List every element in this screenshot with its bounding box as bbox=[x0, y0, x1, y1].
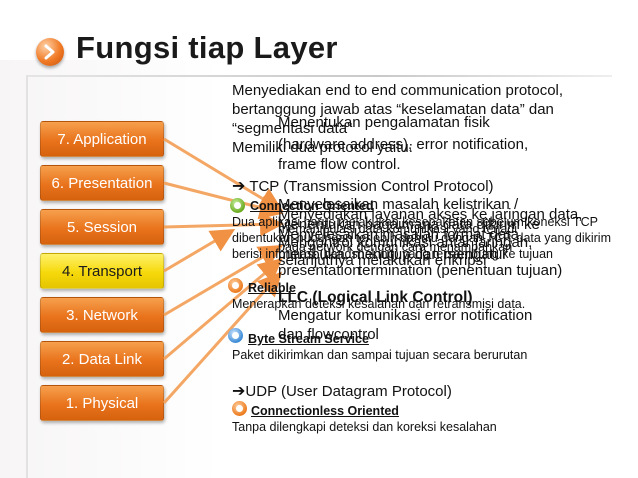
tcp-item-3-desc: Paket dikirimkan dan sampai tujuan secar… bbox=[232, 348, 528, 362]
layer-2-data-link-button[interactable]: 2. Data Link bbox=[40, 341, 164, 377]
layer-3-network-button[interactable]: 3. Network bbox=[40, 297, 164, 333]
layer-1-physical-button[interactable]: 1. Physical bbox=[40, 385, 164, 421]
transport-desc-line-4: Memiliki dua protocol yaitu: bbox=[232, 139, 413, 156]
tcp-item-1-desc: Dua aplikasi harus melakukan kesepakatan… bbox=[232, 215, 611, 261]
arrow-from-transport bbox=[163, 228, 236, 273]
tcp-heading: ➔ TCP (Transmission Control Protocol) bbox=[232, 178, 494, 196]
arrow-from-session bbox=[163, 212, 284, 237]
title-divider bbox=[26, 75, 612, 77]
udp-heading-text: UDP (User Datagram Protocol) bbox=[245, 383, 452, 400]
llc-heading: LLC (Logical Link Control) bbox=[278, 289, 473, 306]
layer-label: 5. Session bbox=[66, 218, 138, 236]
llc-desc-line-1: Mengatur komunikasi error notification bbox=[278, 307, 533, 324]
bullet-ring-icon bbox=[230, 198, 245, 213]
udp-item-desc: Tanpa dilengkapi deteksi dan koreksi kes… bbox=[232, 420, 497, 434]
udp-heading: ➔UDP (User Datagram Protocol) bbox=[232, 383, 452, 401]
overlap-line-i: selanjutnya melakukan enkripsi bbox=[278, 252, 487, 269]
overlap-line-h: membuka, menutup dan mengatur bbox=[278, 246, 508, 263]
layer-label: 4. Transport bbox=[61, 262, 143, 280]
overlap-line-b: Menyediakan layanan akses ke jaringan da… bbox=[278, 206, 583, 223]
overlap-line-d: Menyelesaikan masalah format data, bbox=[278, 226, 524, 243]
layer-6-presentation-button[interactable]: 6. Presentation bbox=[40, 165, 164, 201]
layer-label: 2. Data Link bbox=[61, 350, 143, 368]
layer-7-application-button[interactable]: 7. Application bbox=[40, 121, 164, 157]
overlap-line-k: termination (penentuan tujuan) bbox=[358, 262, 563, 279]
layer-label: 6. Presentation bbox=[51, 174, 153, 192]
tcp-item-3-heading: Byte Stream Service bbox=[248, 332, 369, 346]
layer-4-transport-button[interactable]: 4. Transport bbox=[40, 253, 164, 289]
chevron-right-icon bbox=[36, 38, 64, 66]
datalink-desc-line-2: (hardware address), error notification, bbox=[278, 136, 529, 153]
datalink-desc-line-1: Menentukan pengalamatan fisik bbox=[278, 114, 490, 131]
layer-label: 1. Physical bbox=[65, 394, 139, 412]
overlap-line-c: Menentukan bagaimana data dikirim ke bbox=[278, 216, 540, 233]
overlap-line-j: presentation bbox=[278, 262, 361, 279]
transport-desc-line-1: Menyediakan end to end communication pro… bbox=[232, 82, 564, 99]
right-arrow-icon: ➔ bbox=[232, 178, 246, 195]
transport-desc-line-3: “segmentasi data” bbox=[232, 120, 353, 137]
right-arrow-icon: ➔ bbox=[232, 383, 246, 400]
bullet-ring-icon bbox=[228, 278, 243, 293]
arrow-from-presentation bbox=[163, 181, 284, 220]
bullet-ring-icon bbox=[228, 328, 243, 343]
overlap-line-g: pada network dengan cara menambahkan bbox=[278, 240, 513, 254]
left-vertical-rule bbox=[26, 75, 28, 478]
tcp-item-1-heading: Connection Oriented bbox=[250, 199, 374, 213]
datalink-desc-line-3: frame flow control. bbox=[278, 156, 401, 173]
tcp-item-2-heading: Reliable bbox=[248, 281, 296, 295]
tcp-item-2-desc: Menerapkan deteksi kesalahan dan retrans… bbox=[232, 297, 526, 311]
overlap-line-a: Menyelesaikan masalah kelistrikan / bbox=[278, 196, 519, 213]
layer-5-session-button[interactable]: 5. Session bbox=[40, 209, 164, 245]
udp-item-heading: Connectionless Oriented bbox=[251, 404, 399, 418]
transport-desc-line-2: bertanggung jawab atas “keselamatan data… bbox=[232, 101, 554, 118]
overlap-line-e: Mengontrol komunikasi antar jaringan, bbox=[278, 234, 533, 251]
tcp-heading-text: TCP (Transmission Control Protocol) bbox=[249, 178, 494, 195]
bullet-ring-icon bbox=[232, 401, 247, 416]
overlap-line-f: memanipulasi data komunikasi yang terjad… bbox=[278, 222, 518, 236]
llc-desc-line-2: dan flowcontrol bbox=[278, 326, 379, 343]
arrow-from-physical bbox=[162, 271, 283, 405]
layer-label: 7. Application bbox=[57, 130, 147, 148]
layer-label: 3. Network bbox=[66, 306, 138, 324]
page-title: Fungsi tiap Layer bbox=[76, 30, 338, 65]
